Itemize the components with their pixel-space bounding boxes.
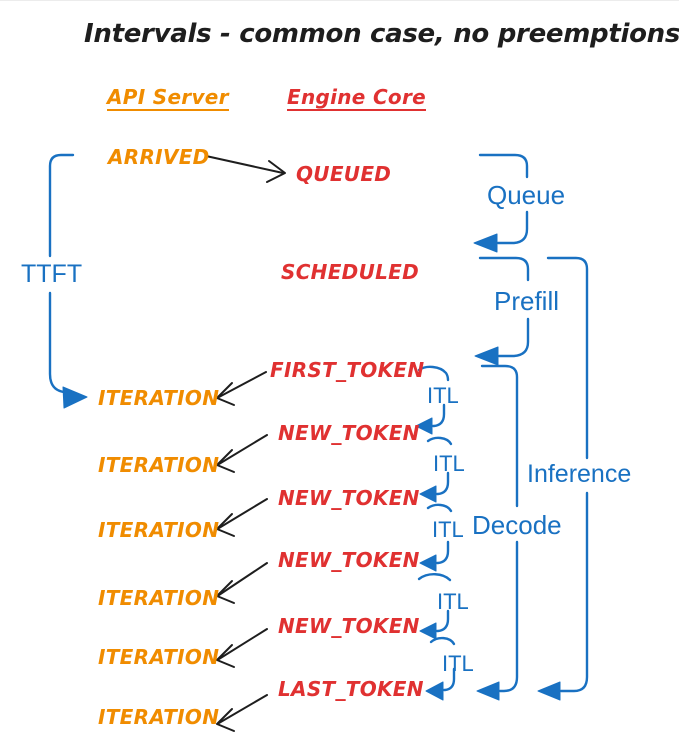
- event-iteration: ITERATION: [98, 453, 220, 477]
- itl-arrowhead: [415, 417, 433, 435]
- event-iteration: ITERATION: [98, 705, 220, 729]
- engine-core-header: Engine Core: [287, 85, 426, 111]
- interval-label-itl: ITL: [442, 651, 474, 676]
- arrow-new-token-to-iteration: [216, 562, 268, 604]
- api-server-header: API Server: [107, 85, 229, 111]
- itl-bracket: [417, 573, 452, 640]
- arrow-arrived-to-queued: [205, 155, 286, 183]
- event-iteration: ITERATION: [98, 518, 220, 542]
- interval-label-prefill: Prefill: [494, 286, 560, 316]
- prefill-arrowhead: [474, 346, 499, 366]
- connector-arrows: [205, 155, 286, 732]
- queue-bracket: [473, 153, 529, 253]
- event-arrived: ARRIVED: [108, 145, 210, 169]
- event-queued: QUEUED: [296, 162, 392, 186]
- inference-bracket: [537, 256, 589, 701]
- itl-bracket: [415, 365, 450, 435]
- event-new-token: NEW_TOKEN: [278, 421, 420, 445]
- decode-bracket: [476, 364, 519, 701]
- interval-label-itl: ITL: [432, 517, 464, 542]
- interval-label-itl: ITL: [437, 589, 469, 614]
- interval-label-ttft: TTFT: [21, 260, 83, 288]
- event-iteration: ITERATION: [98, 386, 220, 410]
- event-iteration: ITERATION: [98, 645, 220, 669]
- itl-bracket: [425, 636, 456, 701]
- event-scheduled: SCHEDULED: [281, 260, 420, 284]
- event-last-token: LAST_TOKEN: [278, 677, 424, 701]
- inference-arrowhead: [537, 681, 561, 701]
- decode-arrowhead: [476, 681, 500, 701]
- event-new-token: NEW_TOKEN: [278, 486, 420, 510]
- itl-bracket: [419, 436, 453, 503]
- arrow-new-token-to-iteration: [216, 628, 268, 668]
- queue-arrowhead: [473, 233, 498, 253]
- arrow-last-token-to-iteration: [216, 694, 268, 732]
- ttft-bracket: [48, 153, 88, 409]
- event-new-token: NEW_TOKEN: [278, 548, 420, 572]
- diagram-title: Intervals - common case, no preemptions: [84, 19, 679, 49]
- event-first-token: FIRST_TOKEN: [270, 358, 425, 382]
- arrow-new-token-to-iteration: [216, 498, 268, 537]
- itl-arrowhead: [419, 554, 437, 572]
- itl-arrowhead: [425, 681, 444, 701]
- itl-arrowhead: [419, 485, 437, 503]
- event-new-token: NEW_TOKEN: [278, 614, 420, 638]
- itl-bracket: [419, 503, 453, 572]
- ttft-arrowhead: [62, 386, 88, 409]
- interval-label-decode: Decode: [472, 510, 562, 540]
- interval-label-itl: ITL: [433, 451, 465, 476]
- itl-arrowhead: [419, 622, 437, 640]
- event-iteration: ITERATION: [98, 586, 220, 610]
- interval-label-itl: ITL: [427, 383, 459, 408]
- arrow-new-token-to-iteration: [216, 434, 268, 473]
- interval-label-inference: Inference: [527, 460, 632, 488]
- prefill-bracket: [474, 256, 530, 366]
- interval-label-queue: Queue: [487, 180, 566, 210]
- arrow-first-token-to-iteration: [216, 371, 267, 406]
